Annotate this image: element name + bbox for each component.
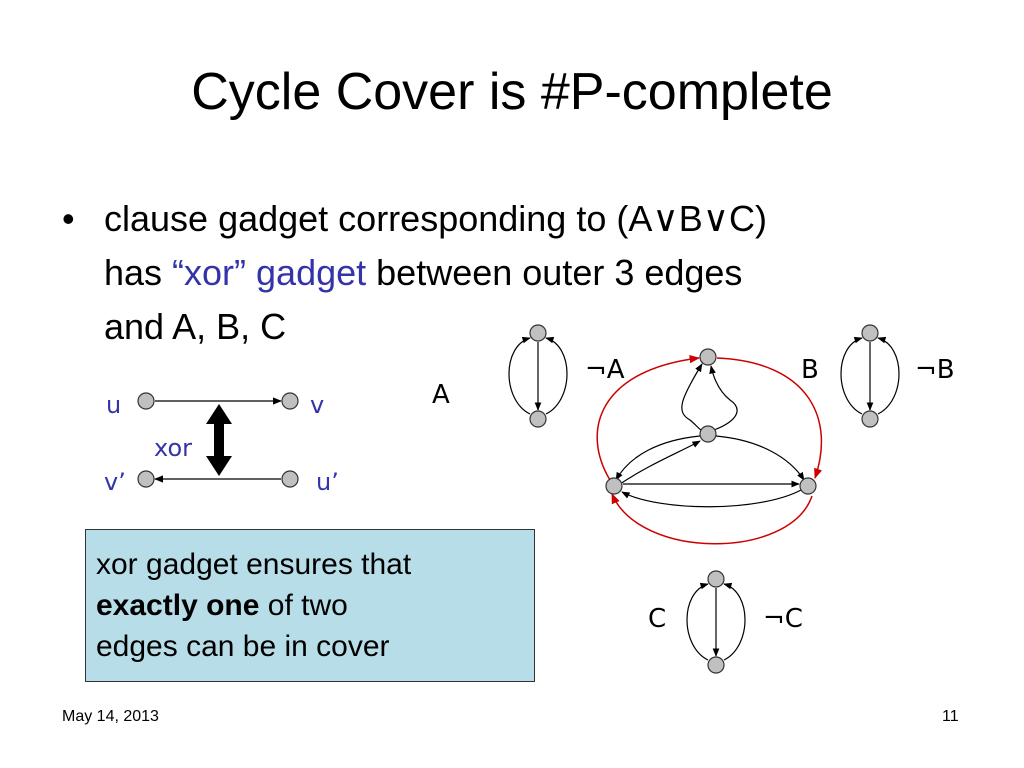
gadget-a-top-node bbox=[529, 324, 547, 342]
edge-mid-to-top-right bbox=[709, 365, 738, 431]
label-v-prime: v’ bbox=[104, 468, 126, 496]
info-bold-exactly-one: exactly one bbox=[96, 589, 260, 622]
gadget-b-right-arc bbox=[877, 336, 900, 415]
bullet-symbol: • bbox=[62, 198, 75, 239]
label-xor: xor bbox=[154, 434, 192, 462]
label-C: C bbox=[648, 604, 666, 634]
xor-gadget-highlight: “xor” gadget bbox=[172, 252, 367, 293]
variable-gadget-b bbox=[840, 324, 900, 428]
bullet-line-1: clause gadget corresponding to (A∨B∨C) bbox=[104, 198, 768, 239]
gadget-c-bottom-node bbox=[707, 656, 725, 674]
variable-gadget-c bbox=[686, 570, 746, 674]
red-edge-bottom bbox=[611, 493, 813, 545]
label-u: u bbox=[106, 391, 121, 419]
info-line-2: exactly one of two bbox=[96, 585, 524, 626]
gadget-a-left-arc bbox=[508, 336, 531, 415]
label-not-A: ¬A bbox=[585, 355, 625, 385]
gadget-b-bottom-node bbox=[861, 410, 879, 428]
label-u-prime: u’ bbox=[316, 468, 339, 496]
xor-diagram: u v v’ u’ xor bbox=[104, 391, 339, 496]
xor-double-arrow-icon bbox=[206, 404, 232, 476]
gadget-a-bottom-node bbox=[529, 410, 547, 428]
info-line-1: xor gadget ensures that bbox=[96, 548, 412, 581]
clause-left-node bbox=[605, 477, 623, 495]
node-v bbox=[281, 392, 299, 410]
gadget-a-right-arc bbox=[545, 336, 568, 415]
bullet-line-2: has “xor” gadget between outer 3 edges bbox=[104, 246, 964, 300]
footer-date: May 14, 2013 bbox=[62, 708, 159, 725]
edge-right-to-left bbox=[621, 489, 802, 508]
edge-top-to-mid-left bbox=[681, 363, 703, 431]
bullet-line-3: and A, B, C bbox=[104, 306, 287, 347]
red-edge-left bbox=[596, 354, 701, 481]
info-line-3: edges can be in cover bbox=[96, 630, 390, 663]
info-box: xor gadget ensures that exactly one of t… bbox=[85, 529, 535, 682]
label-v: v bbox=[310, 391, 324, 419]
bullet-text: clause gadget corresponding to (A∨B∨C) h… bbox=[104, 192, 964, 354]
page-title: Cycle Cover is #P-complete bbox=[191, 63, 833, 121]
clause-top-node bbox=[699, 348, 717, 366]
edge-mid-to-right bbox=[715, 435, 805, 481]
gadget-c-top-node bbox=[707, 570, 725, 588]
bullet-line-2-pre: has bbox=[104, 252, 173, 293]
gadget-c-right-arc bbox=[723, 582, 746, 661]
gadget-b-left-arc bbox=[840, 336, 863, 415]
gadget-b-top-node bbox=[861, 324, 879, 342]
info-line-2-rest: of two bbox=[259, 589, 348, 622]
node-u-prime bbox=[281, 470, 299, 488]
edge-left-to-mid bbox=[619, 440, 701, 485]
clause-gadget bbox=[596, 348, 823, 545]
gadget-c-left-arc bbox=[686, 582, 709, 661]
bullet-line-2-post: between outer 3 edges bbox=[366, 252, 743, 293]
label-not-C: ¬C bbox=[763, 604, 803, 634]
clause-right-node bbox=[799, 477, 817, 495]
edge-mid-to-left bbox=[615, 435, 701, 481]
label-not-B: ¬B bbox=[915, 355, 955, 385]
node-u bbox=[137, 392, 155, 410]
variable-gadget-a bbox=[508, 324, 568, 428]
red-edge-right bbox=[716, 357, 823, 479]
label-left-A: A bbox=[432, 380, 450, 410]
footer-page-number: 11 bbox=[942, 708, 959, 725]
label-B: B bbox=[801, 355, 819, 385]
node-v-prime bbox=[137, 470, 155, 488]
clause-mid-node bbox=[699, 425, 717, 443]
